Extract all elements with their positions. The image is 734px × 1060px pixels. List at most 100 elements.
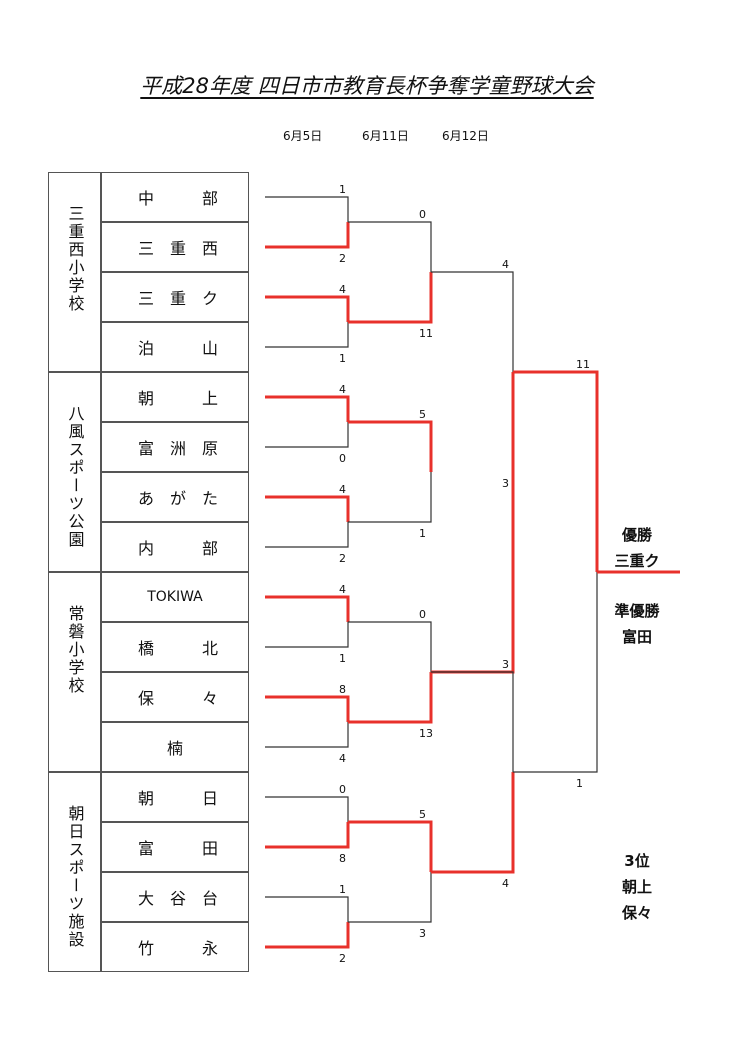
team-name-char: 中 bbox=[138, 189, 155, 208]
score-label: 1 bbox=[339, 183, 346, 196]
bracket-line-loser bbox=[265, 622, 349, 648]
team-cell: 橋北 bbox=[101, 622, 249, 672]
date-round3: 6月12日 bbox=[442, 129, 489, 143]
bracket-line-winner bbox=[348, 420, 433, 472]
team-name-char: 々 bbox=[201, 689, 218, 708]
runner-up-label: 準優勝 bbox=[614, 602, 660, 620]
team-name-char: 保 bbox=[138, 689, 155, 708]
bracket-line-winner bbox=[265, 922, 350, 949]
team-cell: 竹永 bbox=[101, 922, 249, 972]
bracket-line-loser bbox=[265, 522, 349, 548]
score-label: 3 bbox=[502, 477, 509, 490]
team-name-char: 朝 bbox=[138, 789, 155, 808]
bracket-line-loser bbox=[265, 322, 349, 348]
team-name-char: 内 bbox=[138, 539, 155, 558]
score-label: 1 bbox=[576, 777, 583, 790]
third-place-team-2: 保々 bbox=[621, 904, 652, 922]
venue-name: 三重西小学校 bbox=[65, 205, 85, 313]
venue-block: 常磐小学校 bbox=[48, 572, 101, 772]
team-name-char: た bbox=[201, 489, 218, 508]
team-name-char: 竹 bbox=[138, 939, 155, 958]
score-label: 0 bbox=[419, 208, 426, 221]
team-cell: 大谷台 bbox=[101, 872, 249, 922]
team-name-char: 三 bbox=[138, 289, 155, 308]
score-label: 2 bbox=[339, 952, 346, 965]
team-name-char: 部 bbox=[201, 539, 218, 558]
team-cell: 富田 bbox=[101, 822, 249, 872]
team-cell: 保々 bbox=[101, 672, 249, 722]
team-name-char: 谷 bbox=[169, 889, 186, 908]
score-label: 3 bbox=[419, 927, 426, 940]
bracket-line-loser bbox=[265, 722, 349, 748]
venue-name: 常磐小学校 bbox=[65, 605, 85, 695]
bracket-line-loser bbox=[265, 196, 349, 222]
team-name-char: 富 bbox=[138, 839, 155, 858]
bracket-line-winner bbox=[513, 370, 599, 572]
score-label: 8 bbox=[339, 852, 346, 865]
score-label: 4 bbox=[502, 258, 509, 271]
team-name-char: 原 bbox=[201, 439, 218, 458]
champion-team: 三重ク bbox=[614, 552, 660, 570]
score-label: 11 bbox=[576, 358, 590, 371]
team-name-char: 部 bbox=[201, 189, 218, 208]
team-name-char: 上 bbox=[201, 389, 218, 408]
bracket-line-loser bbox=[431, 271, 514, 372]
team-cell: 内部 bbox=[101, 522, 249, 572]
team-name-char: 田 bbox=[201, 839, 218, 858]
team-name-char: 西 bbox=[201, 239, 218, 258]
score-label: 4 bbox=[502, 877, 509, 890]
score-label: 4 bbox=[339, 483, 346, 496]
score-label: 4 bbox=[339, 752, 346, 765]
champion-label: 優勝 bbox=[621, 526, 652, 544]
team-cell: TOKIWA bbox=[101, 572, 249, 622]
bracket-line-loser bbox=[265, 422, 349, 448]
team-name-char: 橋 bbox=[138, 639, 155, 658]
score-label: 1 bbox=[419, 527, 426, 540]
team-name-char: ク bbox=[201, 289, 218, 308]
score-label: 5 bbox=[419, 408, 426, 421]
venue-name: 八風スポーツ公園 bbox=[65, 405, 85, 549]
team-cell: 三重ク bbox=[101, 272, 249, 322]
score-label: 3 bbox=[502, 658, 509, 671]
team-cell: 朝上 bbox=[101, 372, 249, 422]
score-label: 0 bbox=[339, 783, 346, 796]
bracket-line-loser bbox=[513, 572, 598, 773]
bracket-line-winner bbox=[265, 822, 350, 849]
score-label: 2 bbox=[339, 552, 346, 565]
team-cell: あがた bbox=[101, 472, 249, 522]
team-name-char: 三 bbox=[138, 239, 155, 258]
team-name-char: 富 bbox=[138, 439, 155, 458]
bracket-line-winner bbox=[265, 395, 350, 422]
third-place-team-1: 朝上 bbox=[621, 878, 652, 896]
bracket-line-winner bbox=[348, 272, 433, 324]
team-cell: 富洲原 bbox=[101, 422, 249, 472]
title-text: 平成28年度 四日市市教育長杯争奪学童野球大会 bbox=[140, 74, 594, 98]
bracket-line-winner bbox=[348, 820, 433, 872]
venue-block: 八風スポーツ公園 bbox=[48, 372, 101, 572]
bracket-line-winner bbox=[431, 772, 515, 874]
runner-up-team: 富田 bbox=[621, 628, 652, 646]
venue-block: 朝日スポーツ施設 bbox=[48, 772, 101, 972]
team-name-char: 重 bbox=[169, 239, 186, 258]
score-label: 4 bbox=[339, 283, 346, 296]
bracket-line-loser bbox=[348, 472, 432, 523]
team-name: 楠 bbox=[166, 739, 183, 758]
score-label: 11 bbox=[419, 327, 433, 340]
score-label: 5 bbox=[419, 808, 426, 821]
team-cell: 朝日 bbox=[101, 772, 249, 822]
team-name-char: 北 bbox=[201, 639, 218, 658]
score-label: 1 bbox=[339, 652, 346, 665]
team-name-char: あ bbox=[138, 489, 155, 508]
score-label: 0 bbox=[419, 608, 426, 621]
team-cell: 中部 bbox=[101, 172, 249, 222]
score-label: 1 bbox=[339, 883, 346, 896]
team-name-char: 大 bbox=[138, 889, 155, 908]
date-round1: 6月5日 bbox=[283, 129, 323, 143]
score-label: 8 bbox=[339, 683, 346, 696]
bracket-line-winner bbox=[265, 222, 350, 249]
score-label: 13 bbox=[419, 727, 433, 740]
score-label: 0 bbox=[339, 452, 346, 465]
bracket-line-loser bbox=[348, 221, 432, 272]
page-title: 平成28年度 四日市市教育長杯争奪学童野球大会 bbox=[0, 70, 734, 100]
